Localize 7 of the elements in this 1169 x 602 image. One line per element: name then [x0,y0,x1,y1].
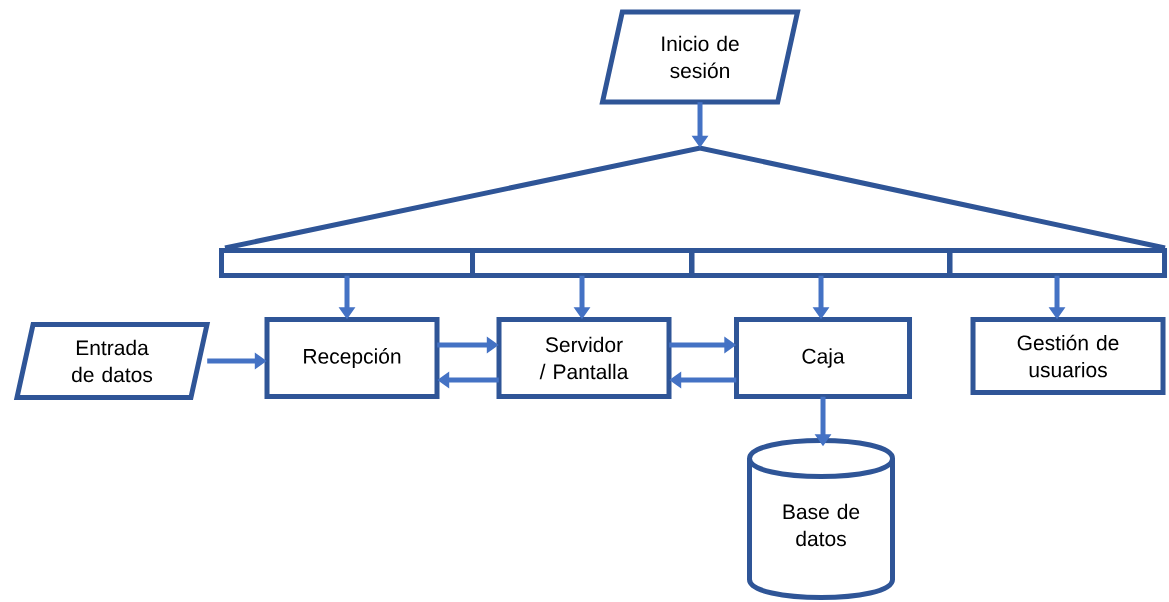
bar-segment [947,248,1167,278]
process-box: Caja [734,317,912,399]
process-box: Recepción [264,317,440,399]
process-box: Gestión de usuarios [970,317,1166,395]
database-cylinder: Base de datos [747,438,895,600]
bar-segment [689,248,953,278]
process-box: Servidor / Pantalla [496,317,672,399]
